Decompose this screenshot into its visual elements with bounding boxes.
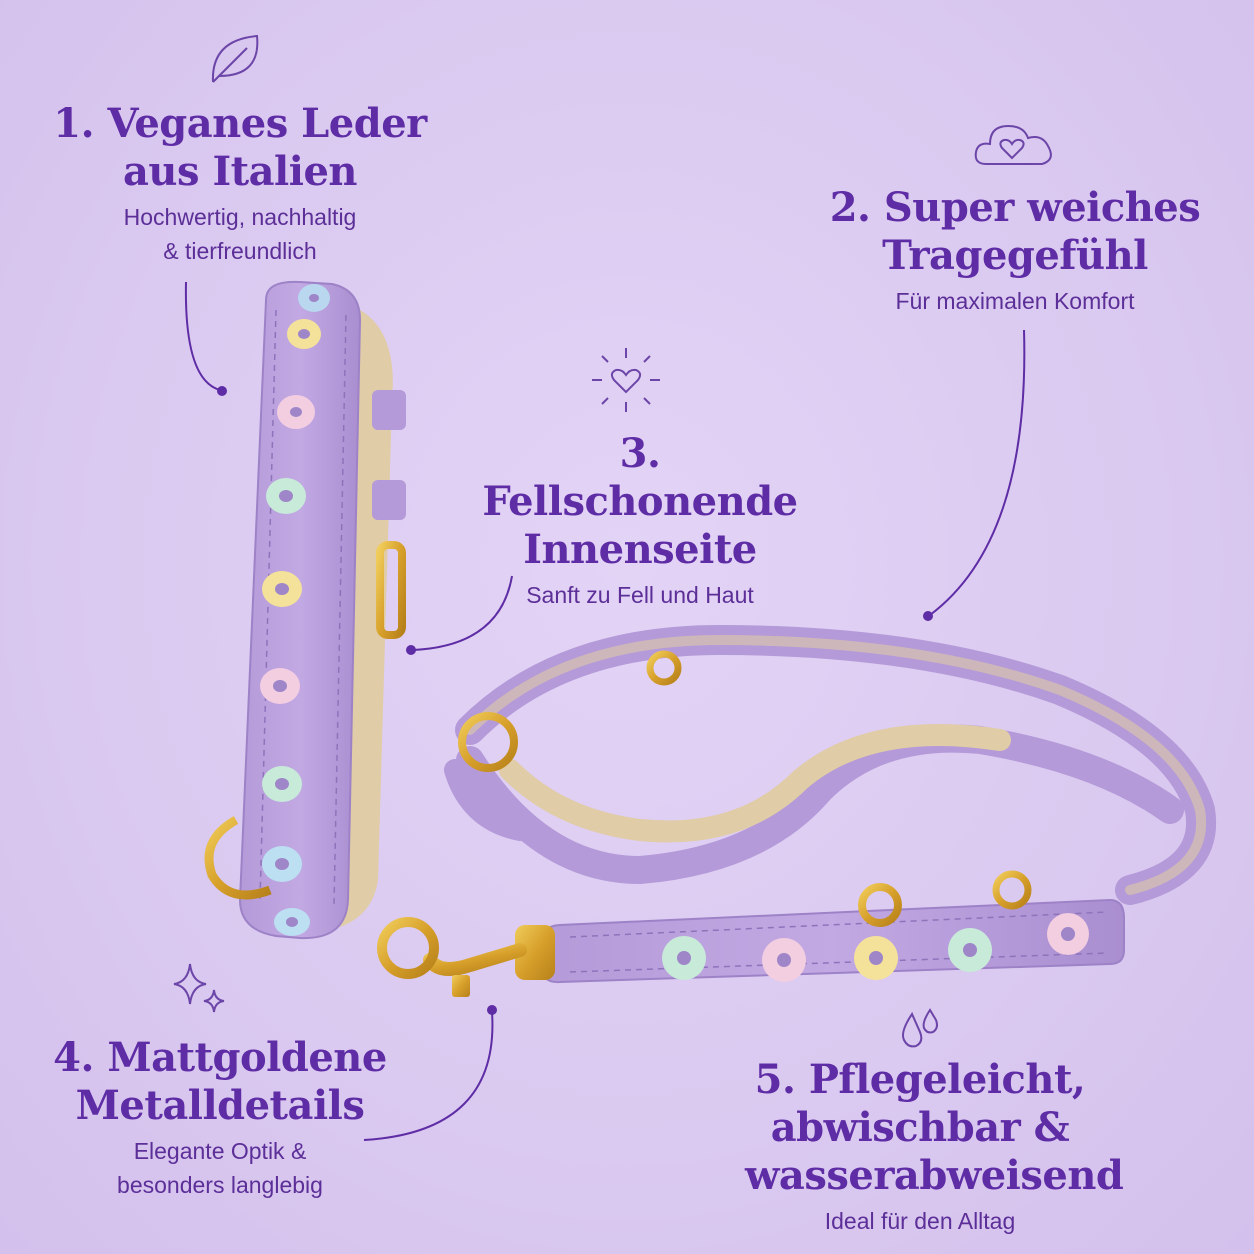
feature-subtitle: Sanft zu Fell und Haut <box>460 578 820 612</box>
feature-easy-care: 5. Pflegeleicht, abwischbar & wasserabwe… <box>745 1056 1124 1238</box>
sparkles-icon <box>173 963 225 1013</box>
feature-title: 3. Fellschonende Innenseite <box>460 430 820 574</box>
water-drops-icon <box>902 1008 938 1048</box>
feature-title-line: Metalldetails <box>75 1082 365 1129</box>
feature-title: 5. Pflegeleicht, abwischbar & wasserabwe… <box>745 1056 1124 1200</box>
collar-buckle <box>376 541 406 639</box>
leash-o-ring <box>458 712 518 772</box>
feature-subtitle-line: Hochwertig, nachhaltig <box>123 204 357 230</box>
feature-title-line: Pflegeleicht, <box>808 1056 1086 1103</box>
callout-line-2 <box>929 329 1026 616</box>
cloud-heart-icon <box>974 124 1052 165</box>
feature-title-line: wasserabweisend <box>745 1152 1124 1199</box>
sparkle-heart-icon <box>592 348 660 412</box>
collar <box>204 280 406 940</box>
feature-title-line: aus Italien <box>123 148 357 195</box>
feature-title: 1. Veganes Leder aus Italien <box>40 100 440 196</box>
leash-ring-top <box>646 650 682 686</box>
snap-hook <box>377 917 555 997</box>
feature-matte-gold-hardware: 4. Mattgoldene Metalldetails Elegante Op… <box>40 1034 400 1202</box>
feature-vegan-leather: 1. Veganes Leder aus Italien Hochwertig,… <box>40 100 440 268</box>
feature-number: 2. <box>829 184 871 231</box>
feature-title: 2. Super weiches Tragegefühl <box>820 184 1210 280</box>
feature-title-line: Super weiches <box>883 184 1201 231</box>
feature-title-line: Mattgoldene <box>107 1034 387 1081</box>
collar-keeper <box>372 390 406 430</box>
feature-subtitle-line: Elegante Optik & <box>133 1138 307 1164</box>
feature-fur-friendly-inside: 3. Fellschonende Innenseite Sanft zu Fel… <box>460 430 820 612</box>
feature-number: 1. <box>53 100 95 147</box>
feature-subtitle: Für maximalen Komfort <box>820 284 1210 318</box>
leash-ring-1 <box>858 883 902 927</box>
leaf-icon <box>211 34 259 83</box>
feature-subtitle-line: Ideal für den Alltag <box>824 1208 1016 1234</box>
feature-subtitle: Hochwertig, nachhaltig & tierfreundlich <box>40 200 440 268</box>
feature-title-line: Tragegefühl <box>882 232 1148 279</box>
feature-subtitle-line: Sanft zu Fell und Haut <box>526 582 754 608</box>
leash-donuts <box>662 913 1089 982</box>
feature-title-line: Veganes Leder <box>107 100 427 147</box>
callout-line-4 <box>363 1011 494 1141</box>
feature-soft-comfort: 2. Super weiches Tragegefühl Für maximal… <box>820 184 1210 318</box>
feature-subtitle-line: & tierfreundlich <box>163 238 317 264</box>
feature-title-line: Innenseite <box>523 526 757 573</box>
feature-title: 4. Mattgoldene Metalldetails <box>40 1034 400 1130</box>
collar-d-ring <box>204 816 272 900</box>
feature-number: 5. <box>754 1056 796 1103</box>
callout-lines <box>184 281 1026 1141</box>
feature-subtitle: Ideal für den Alltag <box>745 1204 1095 1238</box>
feature-subtitle-line: besonders langlebig <box>117 1172 323 1198</box>
leash-ring-2 <box>992 870 1032 910</box>
callout-line-3 <box>412 575 513 651</box>
feature-title-line: Fellschonende <box>482 478 798 525</box>
feature-title-line: abwischbar & <box>770 1104 1070 1151</box>
collar-donuts <box>260 284 330 936</box>
feature-subtitle-line: Für maximalen Komfort <box>895 288 1135 314</box>
feature-number: 4. <box>53 1034 94 1081</box>
collar-keeper-2 <box>372 480 406 520</box>
feature-number: 3. <box>619 430 661 477</box>
feature-subtitle: Elegante Optik & besonders langlebig <box>40 1134 400 1202</box>
callout-line-1 <box>184 281 221 391</box>
